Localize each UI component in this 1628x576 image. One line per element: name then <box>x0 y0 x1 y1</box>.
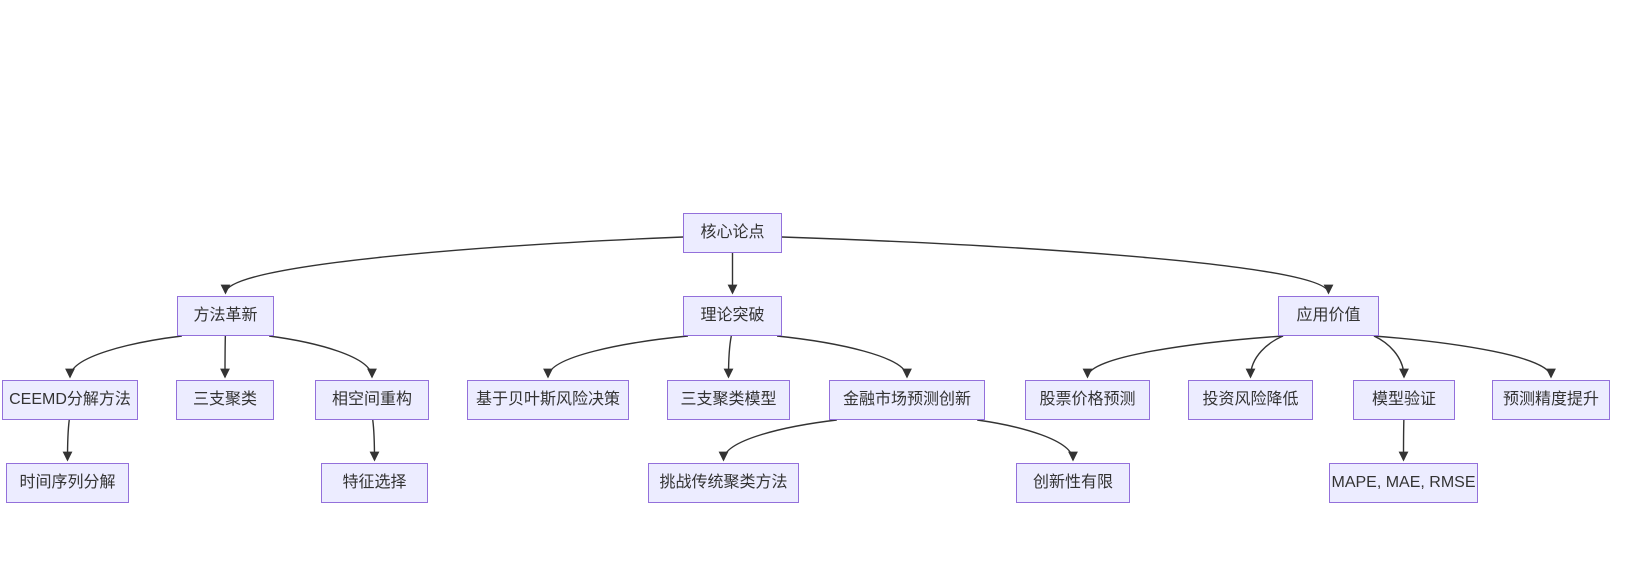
flowchart-node-core: 核心论点 <box>683 213 782 253</box>
node-label: 时间序列分解 <box>19 474 116 492</box>
flowchart-node-metrics: MAPE, MAE, RMSE <box>1329 463 1478 503</box>
edge-group <box>62 236 1556 462</box>
edge-theory-to-bayes <box>543 335 689 379</box>
node-label: 挑战传统聚类方法 <box>659 474 788 492</box>
flowchart-node-bayes: 基于贝叶斯风险决策 <box>467 380 629 420</box>
node-label: 三支聚类模型 <box>680 391 777 409</box>
flowchart-node-finance: 金融市场预测创新 <box>829 380 985 420</box>
edge-application-to-validation <box>1373 335 1409 379</box>
node-label: 应用价值 <box>1296 307 1361 325</box>
node-label: MAPE, MAE, RMSE <box>1331 474 1476 492</box>
node-label: 股票价格预测 <box>1039 391 1136 409</box>
edge-method-to-phasespace <box>269 335 377 379</box>
flowchart-node-phasespace: 相空间重构 <box>315 380 429 420</box>
node-label: 核心论点 <box>700 224 765 242</box>
flowchart-node-application: 应用价值 <box>1278 296 1379 336</box>
flowchart-node-theory: 理论突破 <box>683 296 782 336</box>
node-label: 投资风险降低 <box>1202 391 1299 409</box>
node-label: 方法革新 <box>193 307 258 325</box>
flowchart-node-tsdecomp: 时间序列分解 <box>6 463 129 503</box>
node-label: 相空间重构 <box>331 391 412 409</box>
flowchart-node-accuracy: 预测精度提升 <box>1492 380 1610 420</box>
flowchart-node-threeway: 三支聚类 <box>176 380 274 420</box>
flowchart-node-risk: 投资风险降低 <box>1188 380 1313 420</box>
node-label: CEEMD分解方法 <box>9 391 131 409</box>
flowchart-node-method: 方法革新 <box>177 296 274 336</box>
edge-finance-to-limited <box>977 419 1078 462</box>
node-label: 特征选择 <box>342 474 407 492</box>
node-label: 模型验证 <box>1371 391 1436 409</box>
node-label: 基于贝叶斯风险决策 <box>475 391 620 409</box>
flowchart-node-challenge: 挑战传统聚类方法 <box>648 463 799 503</box>
edge-theory-to-finance <box>776 335 912 379</box>
edge-core-to-method <box>220 236 684 295</box>
edge-application-to-risk <box>1245 335 1284 379</box>
edge-theory-to-twcmodel <box>723 335 734 379</box>
edge-ceemd-to-tsdecomp <box>62 419 73 462</box>
flowchart-node-limited: 创新性有限 <box>1016 463 1130 503</box>
edge-finance-to-challenge <box>718 419 837 462</box>
flowchart-node-ceemd: CEEMD分解方法 <box>2 380 138 420</box>
node-label: 创新性有限 <box>1032 474 1113 492</box>
flowchart-node-twcmodel: 三支聚类模型 <box>667 380 790 420</box>
flowchart-node-validation: 模型验证 <box>1353 380 1455 420</box>
node-label: 理论突破 <box>700 307 765 325</box>
node-label: 三支聚类 <box>192 391 257 409</box>
edge-core-to-application <box>781 236 1334 295</box>
node-label: 预测精度提升 <box>1502 391 1599 409</box>
edge-phasespace-to-feature <box>369 419 380 462</box>
flowchart-node-stock: 股票价格预测 <box>1025 380 1150 420</box>
edge-application-to-accuracy <box>1373 335 1556 379</box>
edge-application-to-stock <box>1082 335 1284 379</box>
edge-method-to-ceemd <box>65 335 182 379</box>
flowchart-node-feature: 特征选择 <box>321 463 428 503</box>
node-label: 金融市场预测创新 <box>842 391 971 409</box>
